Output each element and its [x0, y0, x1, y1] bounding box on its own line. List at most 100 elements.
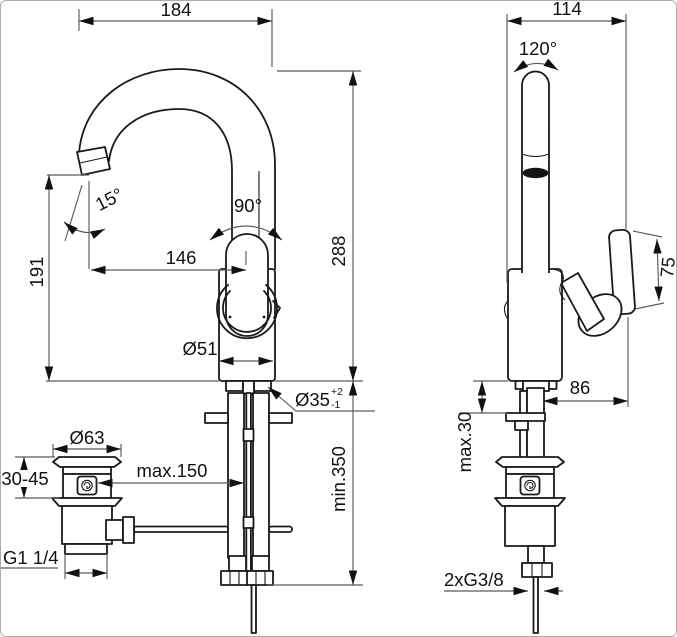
waste-mid-flange: [51, 497, 123, 507]
dim-spout-reach: 146: [91, 247, 247, 275]
handle-ring-tab: [272, 300, 281, 319]
dim-label-d51: Ø51: [183, 338, 218, 359]
side-view: 114 120° 75 86 max.30: [444, 1, 676, 634]
hose-nut-left: [220, 570, 249, 586]
spout-inner-edge: [108, 108, 233, 240]
pop-up-waste-side: [494, 456, 566, 634]
base-center-gland: [242, 380, 255, 395]
handle-ring: [216, 284, 281, 340]
hose-nut-right: [246, 570, 274, 586]
mounting-washer: [505, 412, 546, 422]
dim-label-d35-tol-minus: -1: [331, 399, 340, 411]
pull-rod-lower: [250, 584, 257, 634]
aerator-opening: [522, 167, 549, 179]
ring-pivot-dot-right: [262, 315, 266, 319]
waste-neck-side: [505, 466, 555, 475]
column-seam: [521, 153, 550, 158]
rod-clamp-lower: [242, 516, 255, 529]
spout: [76, 68, 276, 270]
waste-neck: [62, 466, 112, 475]
dim-heights: 288 min.350: [267, 70, 363, 586]
cartridge-collar: [560, 272, 605, 332]
hose-end-ribbed-right: [251, 555, 270, 572]
handle-ring-inner: [222, 290, 272, 333]
lever-handle: [560, 228, 636, 337]
dim-label-max30: max.30: [454, 412, 475, 473]
dim-label-146: 146: [166, 247, 197, 268]
under-deck-side: [505, 380, 558, 459]
mounting-stud-left: [204, 412, 229, 424]
dim-label-min350: min.350: [328, 446, 349, 512]
base-nut-right: [253, 380, 272, 392]
dim-overall-width: 184: [78, 1, 273, 67]
handle-blade: [608, 228, 636, 316]
dim-label-75: 75: [656, 256, 676, 279]
waste-flange-side: [495, 456, 565, 468]
brand-mark-icon: [524, 479, 536, 492]
pull-rod: [245, 392, 252, 584]
dim-label-90deg: 90°: [234, 195, 262, 216]
dim-label-120deg: 120°: [519, 38, 557, 59]
waste-knurl-ring: [122, 516, 135, 544]
dim-body-diameter: Ø51: [183, 338, 273, 366]
front-view: 184 288 min.350 191 15° 90°: [1, 1, 375, 634]
hose-right: [252, 392, 270, 559]
waste-lower-body: [61, 505, 113, 545]
mounting-stud-right: [268, 412, 293, 424]
spout-outer-edge: [78, 68, 276, 270]
waste-thread-ribbed: [527, 545, 545, 564]
dim-handle-length: 75: [632, 230, 676, 310]
swivel-capsule: [225, 233, 269, 337]
dim-label-2xg38: 2xG3/8: [444, 569, 504, 590]
dim-label-d63: Ø63: [70, 427, 105, 448]
dim-label-g114: G1 1/4: [3, 547, 59, 568]
threaded-shank: [526, 387, 545, 459]
dim-label-288: 288: [328, 236, 349, 267]
dim-label-3045: 30-45: [1, 468, 48, 489]
brand-mark-box: [76, 475, 98, 496]
rod-clamp-upper: [242, 428, 255, 442]
waste-flange: [52, 456, 122, 468]
dim-label-184: 184: [161, 1, 192, 20]
waste-rod-lower: [532, 576, 539, 634]
dim-label-d35: Ø35: [295, 389, 330, 410]
spout-outlet-seam: [79, 156, 108, 164]
body-scallop: [548, 268, 566, 301]
dim-handle-reach: 86: [543, 317, 629, 407]
dim-waste-thread: G1 1/4: [1, 547, 108, 579]
dim-outlet-height: 191: [26, 174, 89, 381]
faucet-body-side: [507, 268, 563, 382]
dim-handle-swivel: 120°: [513, 38, 559, 73]
body-left-bump: [503, 300, 509, 320]
linkage-rod: [133, 525, 229, 533]
dim-supply-connection: 2xG3/8: [444, 569, 563, 596]
dim-waste-deck-range: 30-45: [1, 456, 59, 499]
pop-up-waste-front: [51, 456, 293, 555]
waste-mid-flange-side: [494, 497, 566, 507]
base-fittings: [225, 380, 272, 395]
dim-mounting-hole: Ø35 +2 -1: [267, 386, 375, 412]
dim-label-191: 191: [26, 257, 47, 288]
supply-hoses: [204, 392, 293, 634]
dim-spout-swivel: 90°: [209, 195, 283, 241]
spout-column: [521, 70, 550, 273]
dim-pullrod-reach: max.150: [98, 460, 244, 488]
spout-outlet-cap: [76, 146, 111, 176]
waste-hex-nut: [521, 562, 553, 578]
brand-mark-box-side: [519, 475, 541, 496]
brand-mark-icon: [81, 479, 93, 492]
dim-deck-thickness: max.30: [454, 381, 507, 472]
dim-waste-flange: Ø63: [52, 427, 122, 457]
waste-side-port: [105, 519, 124, 541]
dim-label-114: 114: [552, 1, 582, 19]
waste-lower-body-side: [504, 505, 556, 547]
dim-spout-tilt: 15°: [63, 181, 126, 269]
base-nut-left: [225, 380, 244, 392]
dim-label-max150: max.150: [137, 460, 208, 481]
dim-label-d35-tol-plus: +2: [331, 386, 343, 398]
mounting-nut: [514, 420, 529, 431]
hose-left: [227, 392, 245, 559]
hose-end-ribbed-left: [228, 555, 247, 572]
